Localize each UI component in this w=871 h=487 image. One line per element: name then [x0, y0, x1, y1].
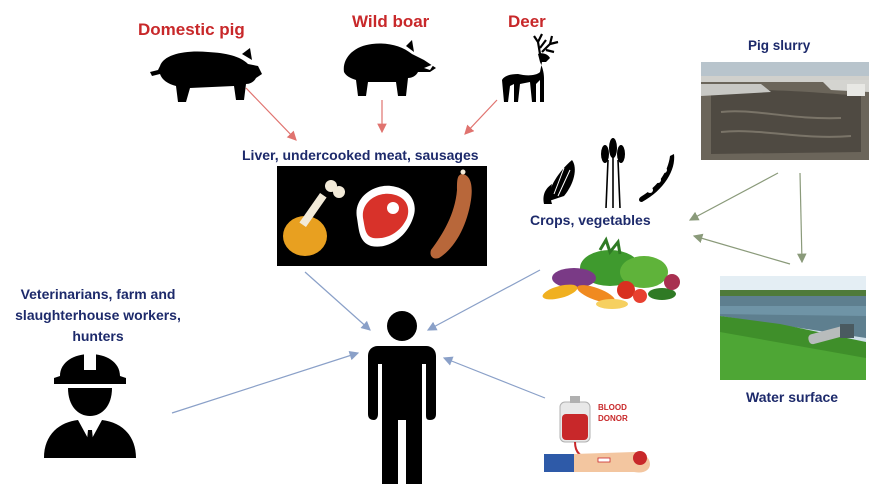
- food-pathway-label: Liver, undercooked meat, sausages: [242, 147, 479, 163]
- arm-icon: [540, 440, 660, 480]
- pig-slurry-photo: [701, 62, 869, 160]
- steak-icon: [349, 178, 421, 258]
- arrow-blood-to-human: [444, 358, 545, 398]
- arrow-water-to-crops: [694, 236, 790, 264]
- crops-pathway-label: Crops, vegetables: [530, 212, 651, 228]
- deer-icon: [496, 32, 562, 104]
- pig-slurry-label: Pig slurry: [748, 38, 810, 53]
- arrow-slurry-to-water: [800, 173, 802, 262]
- pea-pod-icon: [634, 150, 678, 206]
- water-surface-photo: [720, 276, 866, 380]
- drumstick-icon: [279, 172, 351, 264]
- arrow-slurry-to-crops: [690, 173, 778, 220]
- occupational-pathway-label: Veterinarians, farm and slaughterhouse w…: [6, 284, 190, 347]
- blood-donor-text-line2: DONOR: [598, 414, 628, 423]
- meat-products-panel: [277, 166, 487, 266]
- vegetables-icon: [540, 238, 686, 314]
- worker-icon: [38, 350, 142, 460]
- arrow-worker-to-human: [172, 353, 358, 413]
- pig-icon: [146, 44, 264, 106]
- arrow-crops-to-human: [428, 270, 540, 330]
- wheat-icon: [596, 136, 630, 210]
- arrow-food-to-human: [305, 272, 370, 330]
- sausage-icon: [425, 168, 485, 264]
- deer-label: Deer: [508, 12, 546, 32]
- boar-icon: [336, 38, 438, 100]
- arrow-deer-to-food: [465, 100, 497, 134]
- wild-boar-label: Wild boar: [352, 12, 429, 32]
- blood-donor-text-line1: BLOOD: [598, 403, 627, 412]
- water-pathway-label: Water surface: [746, 389, 838, 405]
- domestic-pig-label: Domestic pig: [138, 20, 245, 40]
- corn-icon: [540, 154, 584, 206]
- human-icon: [364, 310, 440, 486]
